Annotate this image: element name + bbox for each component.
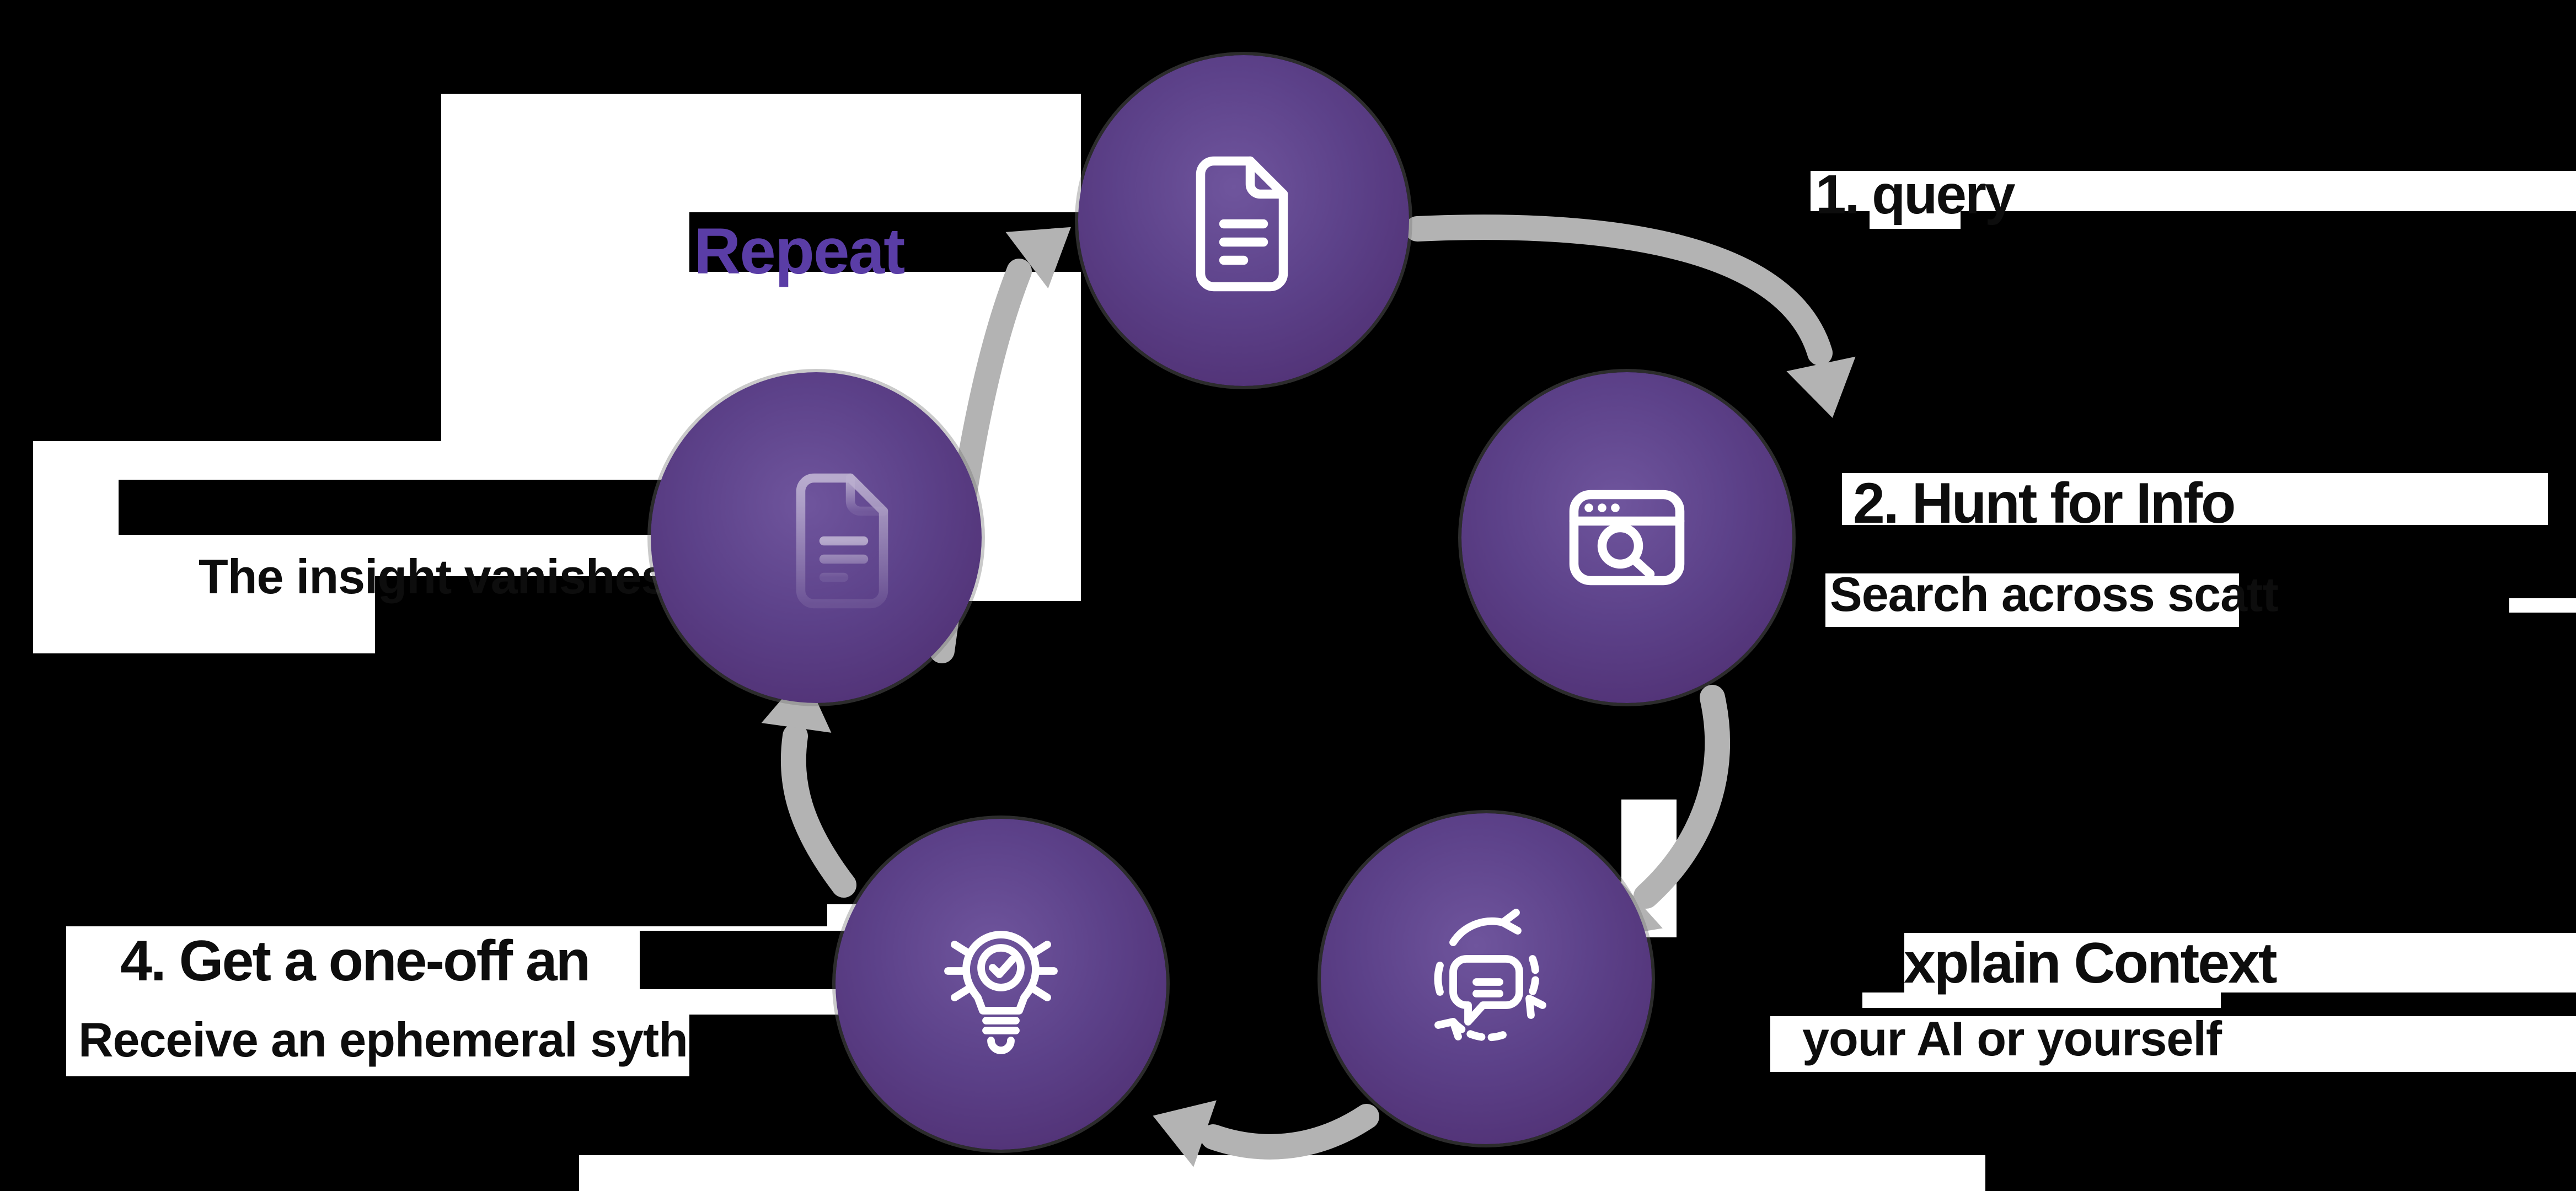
step5-node [651,372,982,703]
step4-title: 4. Get a one-off an [120,929,591,993]
step2-node [1461,372,1792,703]
arrow-right [1634,685,1731,909]
step3-subtitle: your AI or yourself [1802,1011,2222,1066]
arrow-top-right [1405,214,1833,366]
highlight-band-step1-notch [1870,211,1961,229]
arrowhead-left-up [761,673,832,733]
redaction-bar-step3-title [1862,933,1904,993]
browser-search-icon [1569,490,1685,586]
chat-refresh-cycle-icon [1434,909,1546,1042]
step1-node [1078,55,1409,386]
repeat-arrowhead [1005,227,1071,289]
step2-title: 2. Hunt for Info [1853,471,2236,535]
step4-node [836,819,1166,1150]
highlight-band-step3-subtitle [1770,1016,2576,1072]
step3-title: xplain Context [1904,931,2278,995]
repeat-label: Repeat [694,215,905,288]
fading-document-icon [796,473,888,609]
lightbulb-check-icon [944,931,1058,1054]
step2-subtitle: Search across scatt [1830,567,2279,621]
redaction-bar-step5-title [119,480,692,535]
step1-title: 1. query [1815,164,2015,226]
highlight-band-step3-title [1862,933,2576,993]
step3-node [1321,813,1652,1144]
highlight-band-step3-title-strip [1862,993,2221,1008]
step4-subtitle: Receive an ephemeral syth [78,1012,688,1067]
arrowhead-top-right [1786,356,1856,418]
arrowhead-bottom [1153,1100,1217,1167]
arrow-left-up [780,723,856,898]
highlight-band-step2-subtitle [1825,573,2239,627]
document-icon [1196,156,1288,292]
arrow-bottom [1201,1104,1379,1160]
highlight-band-step2-title [1842,473,2548,525]
redaction-bar-step5-subtitle [375,576,711,653]
step5-subtitle: The insight vanishes [199,549,668,604]
highlight-dash-right-edge [2509,598,2576,613]
highlight-band-step1 [1811,171,2576,211]
highlight-band-bottom [579,1155,1985,1191]
